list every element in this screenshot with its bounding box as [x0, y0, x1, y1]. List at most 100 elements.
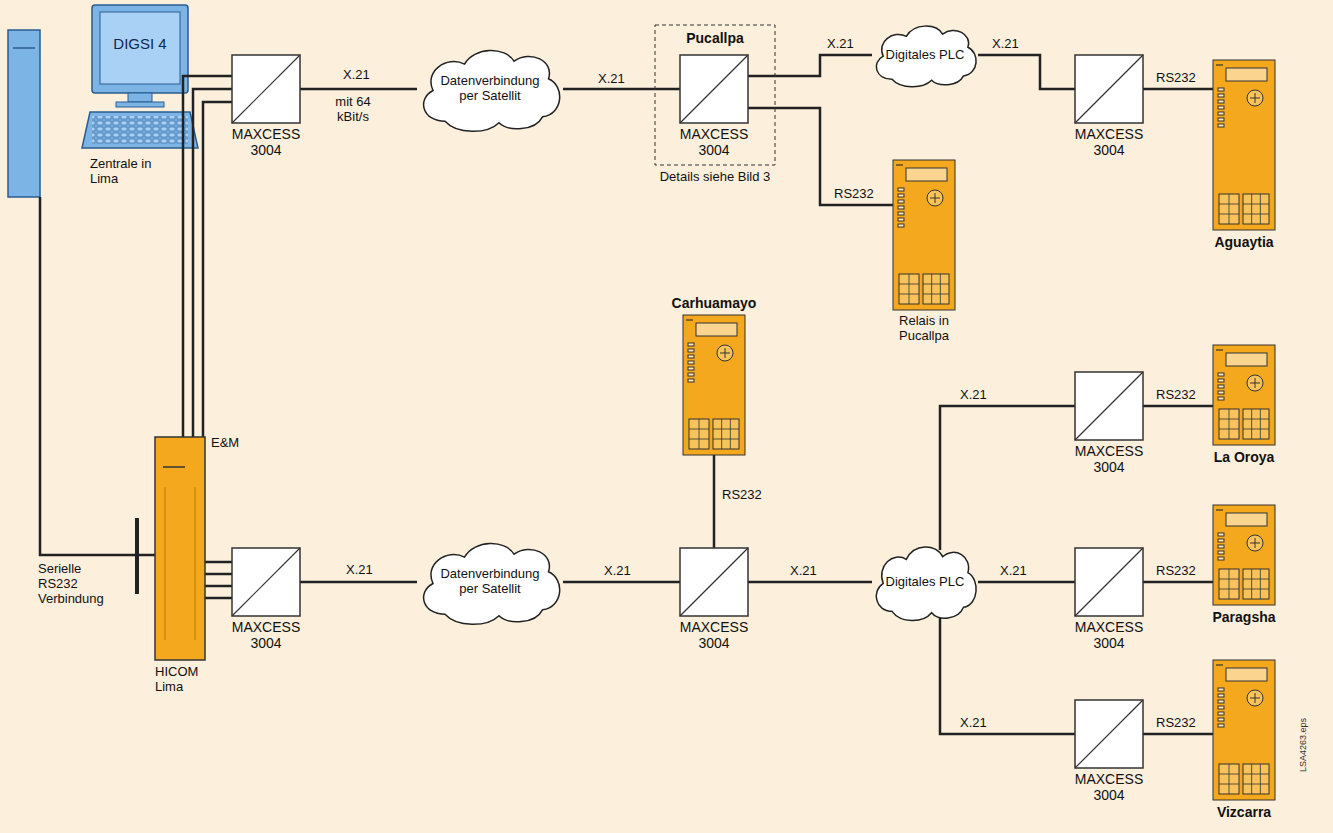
keypad-grid: [689, 439, 709, 440]
keypad-grid: [923, 294, 949, 295]
relay-led: [898, 218, 904, 221]
signal-label: X.21: [790, 564, 817, 579]
relay-led: [898, 212, 904, 215]
multiplexer-box-shape: [680, 55, 748, 123]
station-name: Carhuamayo: [672, 295, 757, 311]
connection-line: [748, 108, 893, 205]
multiplexer-box-shape: [232, 548, 300, 616]
relay-led: [688, 349, 694, 352]
relay-detail: [1216, 64, 1223, 65]
network-name: Digitales PLC: [883, 48, 967, 63]
computer-node: DIGSI 4Zentrale in Lima: [8, 5, 193, 197]
bus-line: [205, 573, 232, 576]
keypad-grid: [713, 439, 739, 440]
cloud-outline: [876, 547, 976, 621]
keypad-grid: [713, 429, 739, 430]
pbx-box-shape: [155, 437, 205, 660]
connection-line: [978, 581, 1075, 584]
signal-label: Serielle RS232 Verbindung: [38, 562, 116, 607]
network-cloud: Digitales PLC: [870, 22, 980, 88]
protection-relay-shape: [1213, 505, 1275, 605]
signal-label: X.21: [960, 716, 987, 731]
multiplexer-box: MAXCESS 3004: [680, 548, 748, 616]
multiplexer-box-shape: [1075, 55, 1143, 123]
keypad-grid: [1219, 429, 1239, 430]
relay-nav-cross: [930, 193, 940, 203]
pbx-name: HICOM Lima: [155, 665, 215, 695]
connection-line: [40, 197, 155, 555]
monitor-screen: [100, 12, 180, 84]
keypad-grid: [899, 294, 919, 295]
monitor-stand: [128, 93, 152, 102]
relay-detail: [1216, 509, 1223, 510]
device-name: MAXCESS 3004: [226, 619, 306, 651]
keypad-grid: [1219, 784, 1239, 785]
converter-diagonal: [1075, 372, 1143, 440]
relay-led: [688, 361, 694, 364]
device-name: MAXCESS 3004: [1069, 126, 1149, 158]
relay-nav-key: [1247, 375, 1263, 391]
relay-led: [1218, 379, 1224, 382]
multiplexer-box-shape: [680, 548, 748, 616]
converter-diagonal: [680, 548, 748, 616]
connection-line: [563, 88, 680, 91]
device-name: MAXCESS 3004: [1069, 771, 1149, 803]
signal-label: X.21: [343, 68, 370, 83]
connection-line: [205, 561, 232, 564]
relay-keypad: [899, 274, 919, 304]
relay-led: [1218, 706, 1224, 709]
station-name: Relais in Pucallpa: [879, 314, 969, 344]
keypad-grid: [1251, 764, 1252, 794]
relay-housing: [1213, 345, 1275, 445]
keypad-grid: [730, 419, 731, 449]
signal-label: RS232: [1156, 388, 1196, 403]
keypad-grid: [1243, 204, 1269, 205]
protection-relay-shape: [683, 315, 745, 455]
connection-line: [1143, 405, 1213, 408]
protection-relay: La Oroya: [1213, 345, 1275, 445]
protection-relay: Vizcarra: [1213, 660, 1275, 800]
keypad-grid: [1243, 429, 1269, 430]
box-outline: [232, 55, 300, 123]
network-cloud: Digitales PLC: [870, 542, 980, 622]
converter-diagonal: [1075, 700, 1143, 768]
box-outline: [1075, 55, 1143, 123]
bus-line: [205, 597, 232, 600]
station-group: MAXCESS 3004PucallpaDetails siehe Bild 3: [655, 25, 775, 165]
relay-led: [688, 379, 694, 382]
keyboard-keys: [92, 116, 188, 144]
relay-led: [898, 224, 904, 227]
relay-nav-key: [1247, 690, 1263, 706]
cloud-outline: [424, 50, 560, 131]
relay-display: [1226, 68, 1267, 81]
relay-display: [696, 323, 737, 336]
relay-nav-cross: [1250, 538, 1260, 548]
relay-keypad: [923, 274, 949, 304]
connection-line: [563, 581, 680, 584]
station-name: Paragsha: [1212, 609, 1275, 625]
relay-nav-key: [927, 190, 943, 206]
signal-label: X.21: [992, 37, 1019, 52]
signal-label: RS232: [722, 488, 762, 503]
keypad-grid: [1219, 589, 1239, 590]
signal-label: RS232: [1156, 71, 1196, 86]
relay-led: [688, 355, 694, 358]
keyboard: [82, 112, 198, 148]
device-name: MAXCESS 3004: [1069, 619, 1149, 651]
device-name: MAXCESS 3004: [1069, 443, 1149, 475]
keypad-grid: [721, 419, 722, 449]
relay-housing: [1213, 505, 1275, 605]
keypad-grid: [1243, 214, 1269, 215]
multiplexer-box: MAXCESS 3004: [680, 55, 748, 123]
relay-keypad: [1219, 764, 1239, 794]
relay-nav-cross: [1250, 378, 1260, 388]
keypad-grid: [1251, 409, 1252, 439]
converter-diagonal: [232, 55, 300, 123]
relay-display: [906, 168, 947, 181]
converter-diagonal: [1075, 55, 1143, 123]
relay-led: [1218, 385, 1224, 388]
relay-led: [1218, 106, 1224, 109]
keypad-grid: [1219, 419, 1239, 420]
interface-label: E&M: [211, 436, 239, 451]
